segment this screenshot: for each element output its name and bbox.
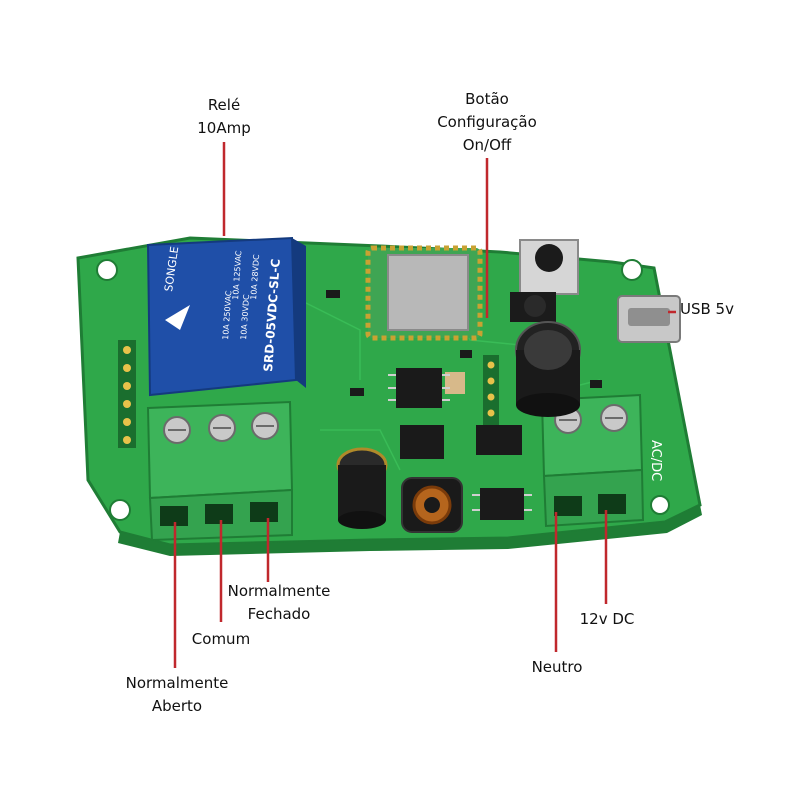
label-nc-line2: Fechado [247, 605, 311, 623]
wifi-module [365, 245, 483, 341]
smd-components [326, 290, 602, 396]
label-no: Normalmente Aberto [118, 672, 236, 718]
mount-hole [621, 259, 643, 281]
label-power: 12v DC [579, 610, 635, 628]
leader-lines [173, 142, 676, 668]
relay-rating-1: 10A 250VAC [221, 290, 233, 340]
pin-header-left [118, 340, 136, 448]
label-button-line1: Botão [465, 90, 509, 108]
label-nc: Normalmente Fechado [220, 580, 338, 626]
relay-terminal-block [146, 400, 294, 542]
relay-rating-2: 10A 125VAC [231, 250, 243, 300]
config-button-component [510, 239, 579, 322]
relay-brand: SONGLE [162, 246, 181, 293]
label-relay-line1: Relé [207, 96, 241, 114]
mount-hole [96, 259, 118, 281]
relay-rating-4: 10A 28VDC [249, 254, 261, 301]
label-no-line2: Aberto [151, 697, 203, 715]
mount-hole [650, 495, 670, 515]
label-neutral: Neutro [531, 658, 583, 676]
ic-chips [396, 368, 524, 520]
capacitor-large [515, 321, 581, 417]
label-button: Botão Configuração On/Off [414, 88, 560, 157]
power-terminal-block: AC/DC [540, 393, 663, 528]
label-nc-line1: Normalmente [227, 582, 331, 600]
relay: SONGLE SRD-05VDC-SL-C 10A 250VAC 10A 125… [146, 236, 306, 397]
label-button-line3: On/Off [462, 136, 512, 154]
usb-port [617, 295, 681, 343]
inductor [401, 477, 463, 533]
label-usb: USB 5v [680, 300, 734, 318]
label-button-line2: Configuração [437, 113, 537, 131]
relay-rating-3: 10A 30VDC [239, 294, 251, 341]
pin-header-mid [483, 355, 499, 425]
label-relay: Relé 10Amp [184, 94, 264, 140]
terminal-marking: AC/DC [648, 440, 663, 481]
capacitor-small [336, 447, 388, 529]
label-no-line1: Normalmente [125, 674, 229, 692]
label-relay-line2: 10Amp [197, 119, 251, 137]
mount-hole [109, 499, 131, 521]
label-common: Comum [191, 630, 251, 648]
